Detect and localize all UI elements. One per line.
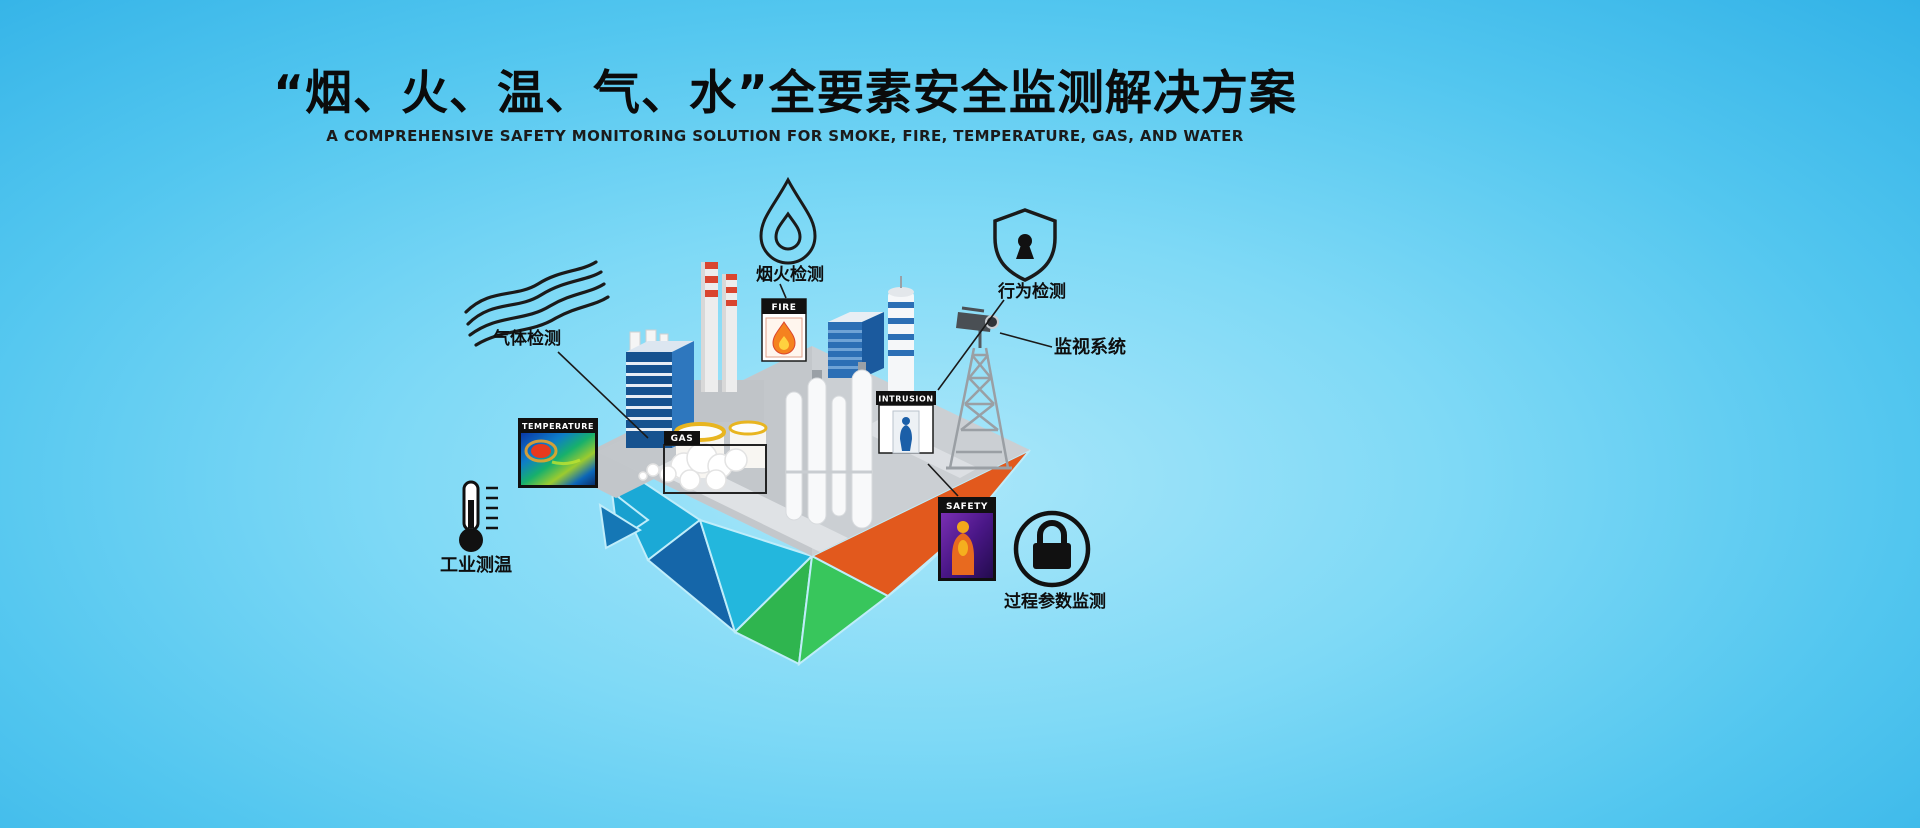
label-smoke-fire-detection: 烟火检测: [756, 264, 824, 285]
page-subtitle: A COMPREHENSIVE SAFETY MONITORING SOLUTI…: [326, 127, 1244, 145]
banded-tower: [888, 276, 914, 394]
gas-tag-label: GAS: [671, 434, 694, 444]
fire-card-label: FIRE: [772, 303, 797, 313]
label-process-parameter-monitoring: 过程参数监测: [1004, 591, 1106, 612]
label-surveillance-system: 监视系统: [1054, 336, 1126, 358]
gas-waves-icon: [464, 260, 610, 347]
blue-building: [626, 329, 694, 448]
blue-warehouse: [828, 312, 884, 378]
intrusion-card-label: INTRUSION: [878, 395, 933, 404]
label-behavior-detection: 行为检测: [997, 281, 1066, 302]
label-gas-detection: 气体检测: [492, 328, 561, 349]
gas-tag: GAS: [664, 431, 700, 445]
safety-card-label: SAFETY: [946, 502, 988, 512]
thermometer-icon: [459, 480, 498, 552]
process-columns: [785, 362, 873, 529]
lattice-tower: [946, 347, 1012, 470]
temperature-card: TEMPERATURE: [518, 418, 598, 488]
page-title: “烟、火、温、气、水”全要素安全监测解决方案: [273, 66, 1297, 121]
temperature-card-label: TEMPERATURE: [522, 422, 594, 431]
striped-chimneys: [690, 262, 764, 422]
gas-outline-box: [663, 444, 767, 494]
leader-lines: [557, 283, 1053, 497]
flame-icon: [759, 176, 817, 265]
intrusion-card: INTRUSION: [876, 391, 936, 454]
shield-icon: [993, 208, 1057, 282]
lock-icon: [1013, 510, 1091, 588]
fire-card: FIRE: [761, 298, 807, 362]
safety-card: SAFETY: [938, 497, 996, 581]
camera-icon: [956, 306, 999, 348]
label-industrial-temperature: 工业测温: [440, 554, 512, 576]
